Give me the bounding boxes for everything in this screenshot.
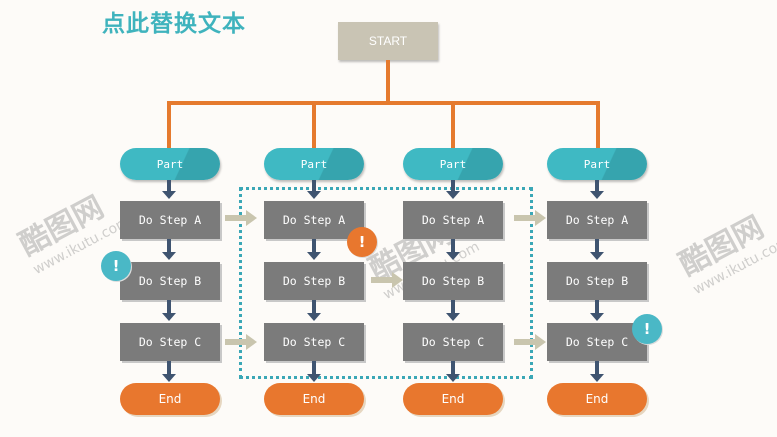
connector-branch (596, 101, 600, 148)
connector-branch (451, 101, 455, 148)
end-node[interactable]: End (403, 383, 503, 415)
connector-branch (167, 101, 171, 148)
down-arrow (590, 239, 604, 260)
part-node[interactable]: Part (264, 148, 364, 180)
down-arrow (162, 180, 176, 199)
right-arrow (514, 334, 546, 350)
step-node[interactable]: Do Step B (403, 262, 503, 300)
right-arrow (225, 334, 257, 350)
step-node[interactable]: Do Step A (120, 201, 220, 239)
down-arrow (307, 239, 321, 260)
down-arrow (307, 361, 321, 382)
page-title[interactable]: 点此替换文本 (102, 11, 246, 37)
step-node[interactable]: Do Step C (547, 323, 647, 361)
alert-icon: ! (632, 314, 662, 344)
step-node[interactable]: Do Step C (120, 323, 220, 361)
down-arrow (162, 361, 176, 382)
step-node[interactable]: Do Step A (264, 201, 364, 239)
down-arrow (162, 300, 176, 321)
down-arrow (590, 180, 604, 199)
down-arrow (307, 300, 321, 321)
right-arrow (225, 210, 257, 226)
watermark: 酷图网 www.ikutu.com (673, 209, 777, 298)
end-node[interactable]: End (120, 383, 220, 415)
end-node[interactable]: End (264, 383, 364, 415)
start-node[interactable]: START (338, 22, 438, 60)
down-arrow (162, 239, 176, 260)
connector-trunk (386, 60, 390, 104)
right-arrow (514, 210, 546, 226)
end-node[interactable]: End (547, 383, 647, 415)
step-node[interactable]: Do Step A (403, 201, 503, 239)
part-node[interactable]: Part (547, 148, 647, 180)
right-arrow (371, 272, 403, 288)
down-arrow (590, 361, 604, 382)
connector-bus (167, 101, 600, 105)
step-node[interactable]: Do Step B (547, 262, 647, 300)
step-node[interactable]: Do Step B (264, 262, 364, 300)
step-node[interactable]: Do Step C (403, 323, 503, 361)
alert-icon: ! (347, 227, 377, 257)
down-arrow (446, 300, 460, 321)
connector-branch (312, 101, 316, 148)
part-node[interactable]: Part (403, 148, 503, 180)
step-node[interactable]: Do Step A (547, 201, 647, 239)
alert-icon: ! (101, 251, 131, 281)
down-arrow (446, 180, 460, 199)
step-node[interactable]: Do Step C (264, 323, 364, 361)
down-arrow (446, 239, 460, 260)
step-node[interactable]: Do Step B (120, 262, 220, 300)
part-node[interactable]: Part (120, 148, 220, 180)
down-arrow (446, 361, 460, 382)
down-arrow (307, 180, 321, 199)
highlight-frame (239, 187, 533, 379)
down-arrow (590, 300, 604, 321)
